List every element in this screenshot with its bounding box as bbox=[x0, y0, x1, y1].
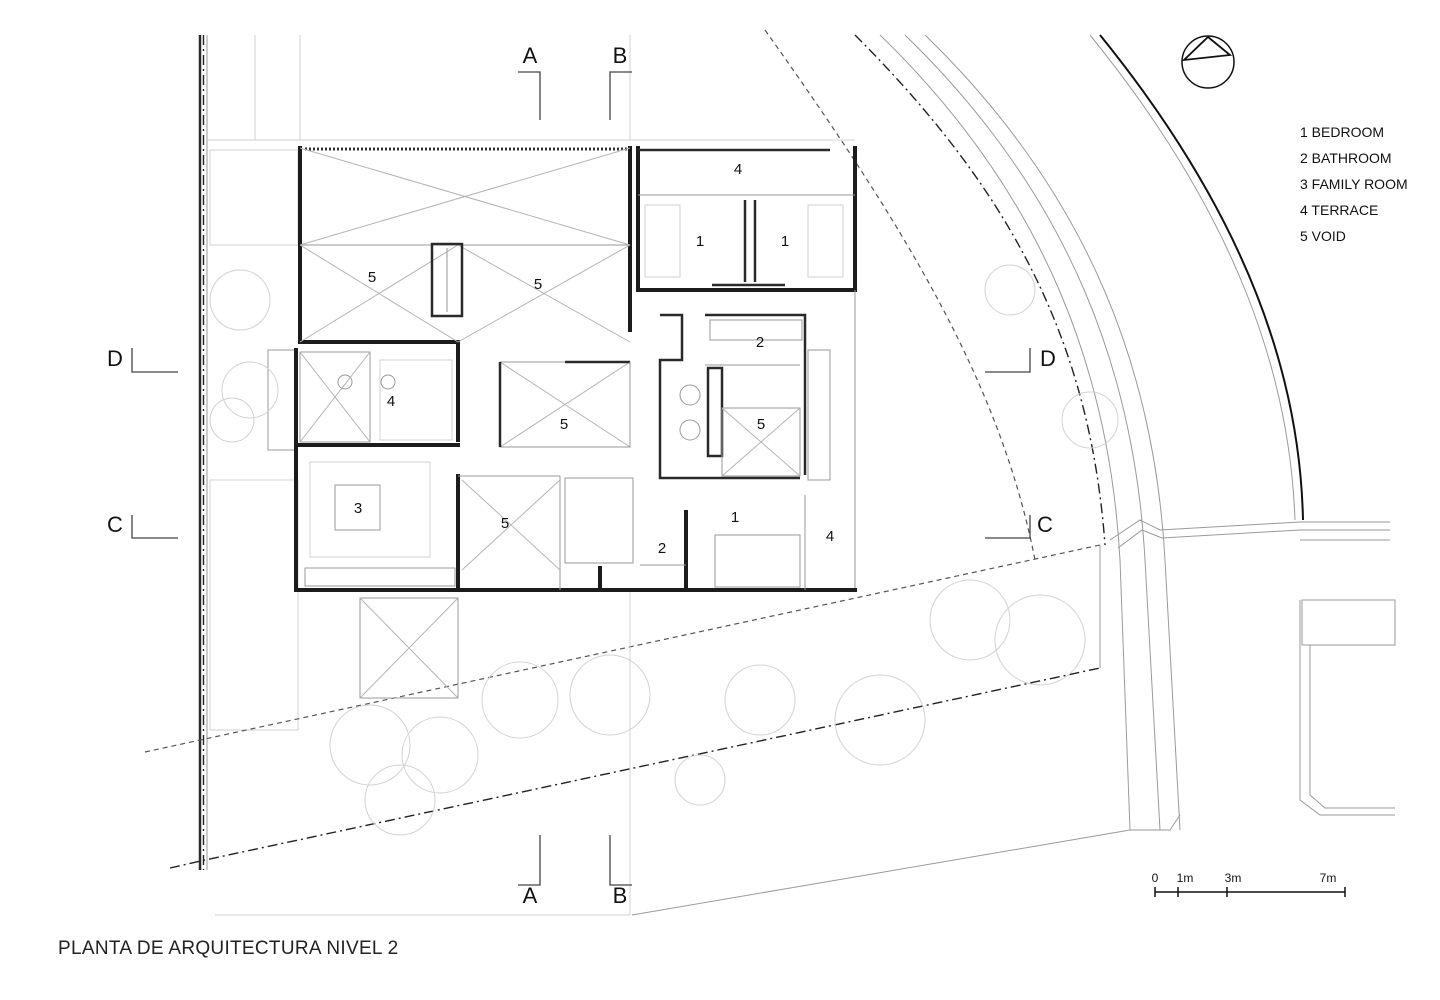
legend-item-bedroom: 1 BEDROOM bbox=[1300, 124, 1384, 140]
section-label-d-left: D bbox=[107, 346, 123, 371]
drawing-title: PLANTA DE ARQUITECTURA NIVEL 2 bbox=[58, 938, 399, 959]
legend: 1 BEDROOM 2 BATHROOM 3 FAMILY ROOM 4 TER… bbox=[1300, 124, 1408, 244]
room-number-terrace-west: 4 bbox=[387, 393, 395, 410]
scale-label-7m: 7m bbox=[1320, 871, 1337, 885]
legend-item-terrace: 4 TERRACE bbox=[1300, 202, 1378, 218]
room-number-void-nw: 5 bbox=[368, 269, 376, 286]
section-label-b-bottom: B bbox=[613, 883, 628, 908]
section-label-d-right: D bbox=[1040, 346, 1056, 371]
room-number-labels: 4 1 1 5 5 2 4 5 5 3 5 2 1 4 bbox=[354, 161, 834, 557]
section-label-a-bottom: A bbox=[523, 883, 538, 908]
room-number-terrace-east: 4 bbox=[826, 528, 834, 545]
section-label-b-top: B bbox=[613, 43, 628, 68]
section-label-c-right: C bbox=[1037, 512, 1053, 537]
room-number-bathroom-lower: 2 bbox=[658, 540, 666, 557]
scale-label-0: 0 bbox=[1152, 871, 1159, 885]
room-number-void-center: 5 bbox=[560, 416, 568, 433]
legend-item-family-room: 3 FAMILY ROOM bbox=[1300, 176, 1408, 192]
room-number-bedroom-nw: 1 bbox=[696, 233, 704, 250]
scale-label-3m: 3m bbox=[1225, 871, 1242, 885]
room-number-void-n: 5 bbox=[534, 276, 542, 293]
room-number-bathroom-upper: 2 bbox=[756, 334, 764, 351]
room-number-bedroom-south: 1 bbox=[731, 509, 739, 526]
scale-bar: 0 1m 3m 7m bbox=[1152, 871, 1346, 897]
legend-item-void: 5 VOID bbox=[1300, 228, 1346, 244]
room-number-void-bath: 5 bbox=[757, 416, 765, 433]
site-context-lines bbox=[144, 29, 1396, 916]
scale-label-1m: 1m bbox=[1177, 871, 1194, 885]
room-number-terrace-north: 4 bbox=[734, 161, 742, 178]
room-number-family-room: 3 bbox=[354, 500, 362, 517]
north-arrow-icon bbox=[1181, 35, 1235, 89]
legend-item-bathroom: 2 BATHROOM bbox=[1300, 150, 1392, 166]
section-markers: A B A B D D C C bbox=[107, 43, 1056, 908]
section-label-c-left: C bbox=[107, 512, 123, 537]
room-number-bedroom-ne: 1 bbox=[781, 233, 789, 250]
room-number-void-south: 5 bbox=[501, 515, 509, 532]
house-walls bbox=[294, 146, 857, 592]
section-label-a-top: A bbox=[523, 43, 538, 68]
